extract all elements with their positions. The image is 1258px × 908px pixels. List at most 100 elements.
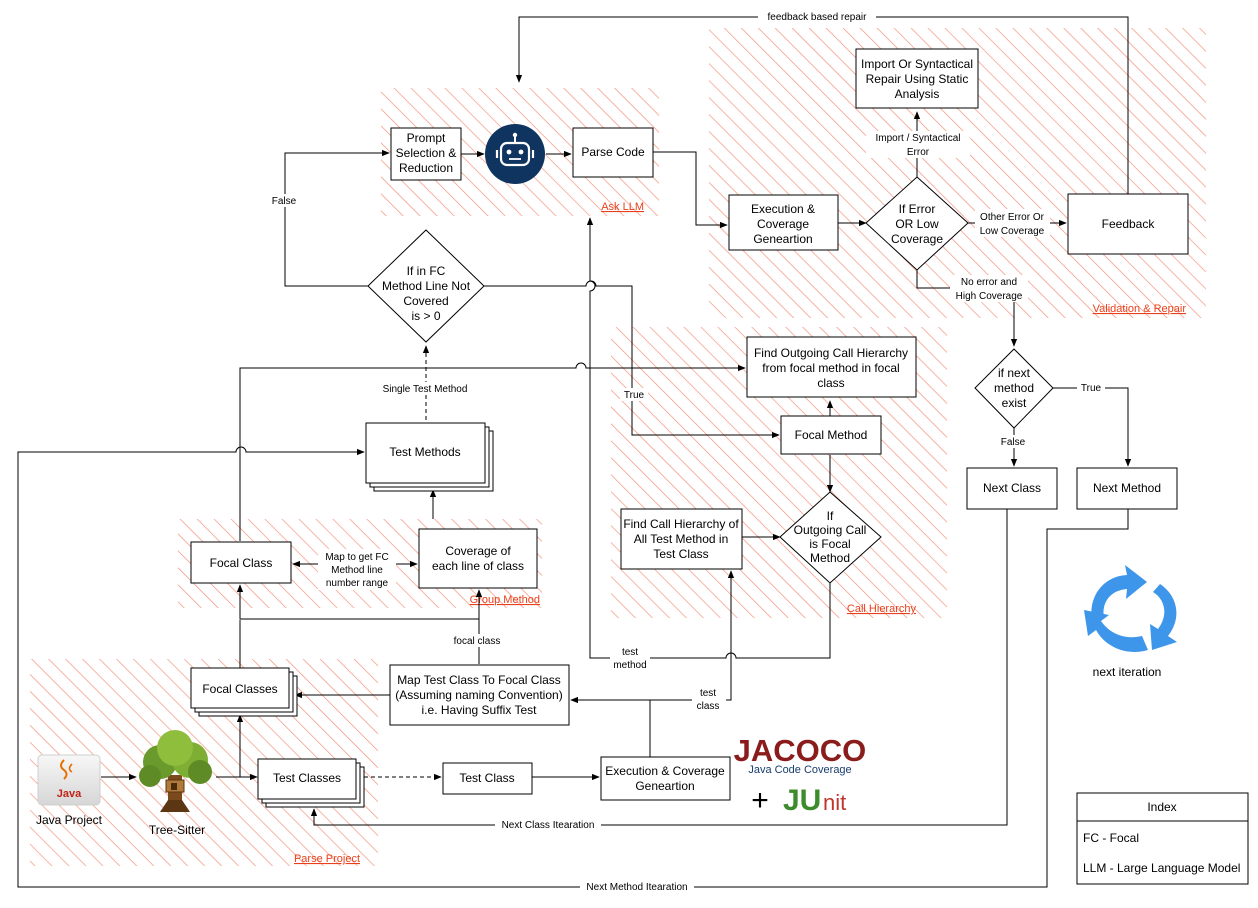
svg-text:If: If <box>827 509 834 523</box>
svg-text:Feedback: Feedback <box>1102 217 1156 231</box>
svg-text:Test Methods: Test Methods <box>389 445 460 459</box>
svg-text:If Error: If Error <box>899 202 936 216</box>
region-label-validation-repair: Validation & Repair <box>1093 303 1187 315</box>
label-no-error-1: No error and <box>961 277 1017 288</box>
svg-text:Covered: Covered <box>403 294 448 308</box>
svg-text:Import Or Syntactical: Import Or Syntactical <box>861 57 973 71</box>
label-map-to-get-2: Method line <box>331 565 383 576</box>
svg-text:Java: Java <box>57 788 82 800</box>
edge-test-method-ask-llm <box>586 217 831 659</box>
svg-text:Geneartion: Geneartion <box>635 779 694 793</box>
node-focal-method: Focal Method <box>780 415 882 455</box>
node-exec-coverage-bottom: Execution & Coverage Geneartion <box>600 756 731 801</box>
svg-text:i.e. Having Suffix Test: i.e. Having Suffix Test <box>422 703 538 717</box>
edge-focal-class-outgoing <box>239 362 746 541</box>
node-test-class: Test Class <box>442 762 533 795</box>
index-fc: FC - Focal <box>1083 831 1139 845</box>
svg-text:Test Classes: Test Classes <box>273 771 341 785</box>
svg-text:Focal Method: Focal Method <box>795 428 868 442</box>
node-next-method: Next Method <box>1076 467 1178 510</box>
svg-text:Coverage of: Coverage of <box>445 544 511 558</box>
svg-text:Coverage: Coverage <box>757 217 809 231</box>
edge-labels: feedback based repair Import / Syntactic… <box>268 11 1105 893</box>
node-next-method-check: if next method exist <box>974 348 1054 429</box>
svg-text:Analysis: Analysis <box>895 87 940 101</box>
label-other-error-1: Other Error Or <box>980 212 1045 223</box>
node-focal-classes: Focal Classes <box>190 667 298 717</box>
svg-text:Parse Code: Parse Code <box>581 145 645 159</box>
svg-text:Next Class: Next Class <box>983 481 1041 495</box>
svg-text:class: class <box>817 376 844 390</box>
svg-text:from focal method in focal: from focal method in focal <box>762 361 899 375</box>
svg-text:Geneartion: Geneartion <box>753 232 812 246</box>
edge-test-class-callh <box>650 570 735 701</box>
node-focal-class: Focal Class <box>190 541 292 584</box>
label-next-iteration: next iteration <box>1093 665 1162 679</box>
svg-text:Coverage: Coverage <box>891 232 943 246</box>
node-coverage-each-line: Coverage of each line of class <box>418 528 538 589</box>
node-outgoing-check: If Outgoing Call is Focal Method <box>779 491 882 584</box>
region-label-parse-project: Parse Project <box>294 853 360 865</box>
label-false-fc: False <box>272 196 297 207</box>
svg-text:Focal Classes: Focal Classes <box>202 682 277 696</box>
svg-text:All Test Method in: All Test Method in <box>634 532 729 546</box>
svg-text:Prompt: Prompt <box>407 131 446 145</box>
node-find-outgoing: Find Outgoing Call Hierarchy from focal … <box>746 336 917 398</box>
svg-text:method: method <box>994 381 1034 395</box>
svg-text:Selection &: Selection & <box>396 146 457 160</box>
java-icon: Java <box>37 754 101 806</box>
node-error-check: If Error OR Low Coverage <box>865 176 969 271</box>
node-exec-coverage-top: Execution & Coverage Geneartion <box>728 194 839 251</box>
label-focal-class: focal class <box>454 636 501 647</box>
svg-text:OR Low: OR Low <box>895 217 939 231</box>
edge-false-fc <box>284 149 390 287</box>
svg-text:Find Call Hierarchy of: Find Call Hierarchy of <box>623 517 739 531</box>
label-test-class-2: class <box>697 701 720 712</box>
label-true-next: True <box>1081 383 1102 394</box>
junit-logo: JU nit <box>783 784 846 817</box>
label-no-error-2: High Coverage <box>956 291 1023 302</box>
index-title: Index <box>1147 800 1176 814</box>
svg-text:Execution &: Execution & <box>751 202 815 216</box>
label-map-to-get-1: Map to get FC <box>325 552 388 563</box>
jacoco-logo: JACOCO Java Code Coverage <box>734 733 867 776</box>
label-map-to-get-3: number range <box>326 578 389 589</box>
svg-text:is > 0: is > 0 <box>411 309 440 323</box>
node-test-methods: Test Methods <box>365 422 494 492</box>
svg-text:nit: nit <box>823 790 846 815</box>
svg-text:is Focal: is Focal <box>809 537 850 551</box>
svg-text:Next Method: Next Method <box>1093 481 1161 495</box>
label-false-next: False <box>1001 437 1026 448</box>
svg-text:Map Test Class To Focal Class: Map Test Class To Focal Class <box>397 673 561 687</box>
svg-text:(Assuming naming Convention): (Assuming naming Convention) <box>395 688 562 702</box>
svg-text:Outgoing Call: Outgoing Call <box>794 523 867 537</box>
svg-text:Focal Class: Focal Class <box>210 556 273 570</box>
node-map-test-class: Map Test Class To Focal Class (Assuming … <box>389 664 570 726</box>
label-true-fc: True <box>624 390 645 401</box>
svg-text:Test Class: Test Class <box>653 547 708 561</box>
svg-text:JACOCO: JACOCO <box>734 733 867 768</box>
label-import-error-2: Error <box>907 147 930 158</box>
label-next-class-iteration: Next Class Itearation <box>502 820 595 831</box>
svg-text:If in FC: If in FC <box>407 264 446 278</box>
edge-next-method-iteration <box>17 446 1129 888</box>
svg-text:Find Outgoing Call Hierarchy: Find Outgoing Call Hierarchy <box>754 346 908 360</box>
label-other-error-2: Low Coverage <box>980 226 1045 237</box>
plus-sign: + <box>751 784 769 817</box>
node-find-call-hierarchy: Find Call Hierarchy of All Test Method i… <box>620 508 743 570</box>
edge-exec-map <box>570 696 651 757</box>
label-feedback-repair: feedback based repair <box>768 12 868 23</box>
svg-text:Reduction: Reduction <box>399 161 453 175</box>
svg-text:exist: exist <box>1002 396 1027 410</box>
label-import-error-1: Import / Syntactical <box>875 133 960 144</box>
tree-icon <box>139 730 212 812</box>
robot-icon <box>485 124 545 184</box>
label-test-method-1: test <box>622 647 638 658</box>
label-single-test-method: Single Test Method <box>383 384 468 395</box>
svg-text:Java Code Coverage: Java Code Coverage <box>748 764 851 776</box>
nodes: Prompt Selection & Reduction Parse Code … <box>36 48 1189 837</box>
index-llm: LLM - Large Language Model <box>1083 861 1240 875</box>
recycle-icon <box>1084 565 1177 652</box>
svg-text:Test Class: Test Class <box>459 771 514 785</box>
